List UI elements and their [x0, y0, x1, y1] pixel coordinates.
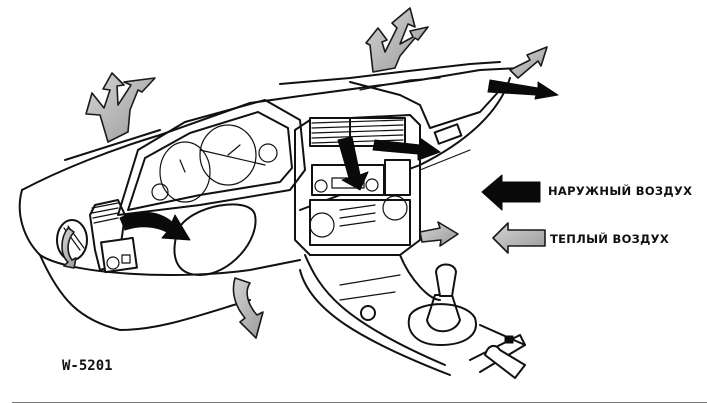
warm-arrow-right-footwell: [419, 221, 459, 247]
outside-arrow-right-side-vent: [487, 79, 559, 100]
shift-boot-frame: [407, 303, 477, 346]
shift-boot: [426, 294, 461, 333]
warm-air-arrows: [61, 7, 548, 339]
outside-arrow-center-right: [372, 137, 441, 161]
warm-arrow-left-defrost: [85, 72, 156, 143]
warm-arrow-left-footwell: [232, 277, 264, 339]
legend-outside-arrow: [481, 174, 541, 211]
clock-display: [384, 159, 411, 196]
figure-code: W-5201: [62, 358, 113, 374]
legend-label-warm-air: ТЕПЛЫЙ ВОЗДУХ: [550, 232, 670, 246]
warm-arrow-left-knee: [61, 227, 77, 269]
instrument-cluster: [117, 99, 306, 216]
warm-arrow-right-side-window: [509, 46, 548, 79]
tachometer-gauge: [199, 124, 257, 186]
lower-console: [299, 254, 526, 379]
light-switch-knob: [106, 256, 120, 270]
outside-arrow-center-down: [337, 136, 369, 191]
legend-warm-arrow: [492, 222, 546, 254]
left-side-panel: [56, 199, 257, 276]
cigarette-lighter: [360, 305, 376, 321]
fan-knob: [309, 212, 335, 238]
handbrake-handle: [484, 344, 526, 379]
legend-label-outside-air: НАРУЖНЫЙ ВОЗДУХ: [548, 184, 693, 198]
fuel-gauge: [258, 143, 278, 163]
temp-knob: [382, 195, 408, 221]
outside-air-arrows: [119, 79, 559, 241]
temp-gauge: [151, 183, 169, 201]
outside-arrow-left-side-vent: [119, 211, 191, 241]
part-marker-icon: [504, 335, 514, 344]
speedometer-gauge: [159, 141, 211, 203]
warm-arrow-windscreen-defrost: [365, 7, 429, 73]
gear-knob: [435, 263, 457, 297]
